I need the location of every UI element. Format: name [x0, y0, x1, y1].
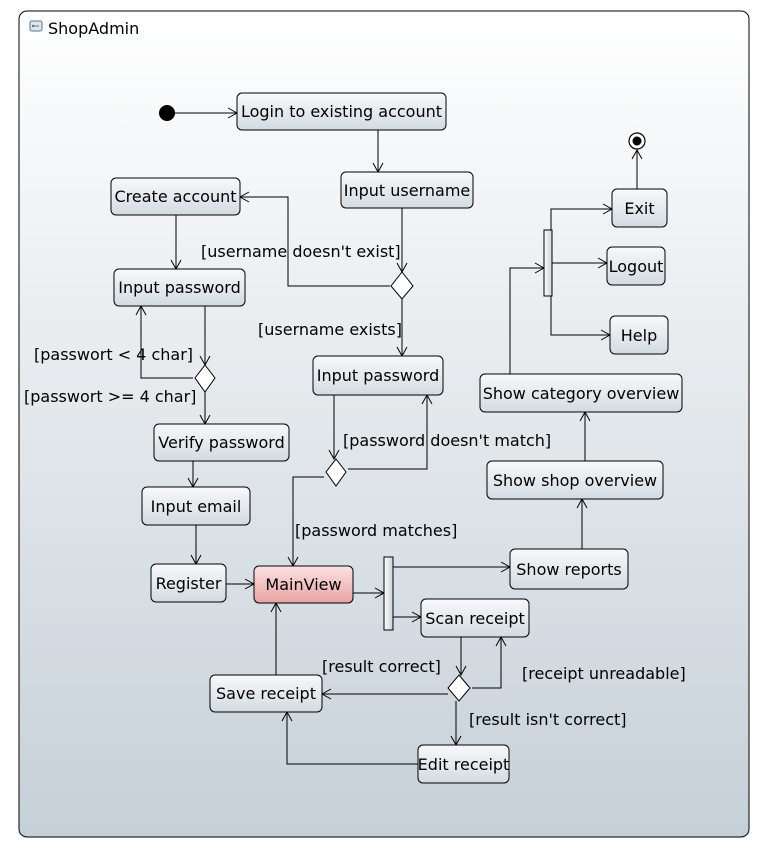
- svg-text:Create account: Create account: [115, 187, 237, 206]
- activity-diagram-icon: [29, 20, 43, 32]
- svg-text:Exit: Exit: [624, 199, 654, 218]
- action-save-receipt[interactable]: Save receipt: [209, 674, 323, 713]
- action-mainview[interactable]: MainView: [253, 565, 354, 604]
- action-show-reports[interactable]: Show reports: [509, 548, 629, 590]
- action-exit[interactable]: Exit: [611, 188, 668, 228]
- action-create-account[interactable]: Create account: [110, 177, 241, 216]
- svg-text:Show category overview: Show category overview: [483, 384, 680, 403]
- decision-passwort-length: [194, 364, 216, 393]
- action-input-password-right[interactable]: Input password: [312, 355, 444, 396]
- guard-username-exists: [username exists]: [258, 320, 402, 339]
- svg-text:Verify password: Verify password: [158, 433, 284, 452]
- edge-decision-retry-right: [348, 395, 428, 470]
- edge-decision-retry-password: [140, 306, 193, 379]
- action-register[interactable]: Register: [150, 563, 227, 603]
- edge-fork-exit: [550, 208, 612, 230]
- decision-scan-result: [447, 674, 471, 702]
- diagram-title: ShopAdmin: [48, 19, 139, 38]
- action-show-shop-overview[interactable]: Show shop overview: [486, 460, 664, 500]
- svg-text:Show shop overview: Show shop overview: [493, 471, 657, 490]
- action-input-password-left[interactable]: Input password: [113, 268, 246, 307]
- svg-text:Input password: Input password: [317, 366, 439, 385]
- fork-bar-main: [383, 556, 394, 631]
- edge-decision-mainview: [292, 476, 324, 566]
- svg-text:Edit receipt: Edit receipt: [418, 755, 510, 774]
- edge-category-fork: [509, 267, 544, 374]
- edge-decision-rescan: [472, 637, 502, 689]
- action-verify-password[interactable]: Verify password: [153, 423, 290, 462]
- action-input-username[interactable]: Input username: [340, 171, 474, 209]
- arrowhead: [631, 148, 643, 160]
- svg-text:MainView: MainView: [265, 575, 341, 594]
- decision-password-match: [325, 458, 347, 487]
- guard-password-mismatch: [password doesn't match]: [343, 431, 551, 450]
- svg-text:Input username: Input username: [344, 181, 471, 200]
- action-login[interactable]: Login to existing account: [236, 92, 447, 131]
- initial-node: [159, 105, 175, 121]
- svg-text:Register: Register: [156, 574, 222, 593]
- action-help[interactable]: Help: [609, 315, 669, 355]
- arrowhead: [328, 449, 340, 461]
- guard-result-correct: [result correct]: [322, 657, 441, 676]
- svg-text:Show reports: Show reports: [516, 560, 621, 579]
- fork-bar-exit: [543, 229, 553, 297]
- action-scan-receipt[interactable]: Scan receipt: [420, 598, 530, 638]
- svg-text:Scan receipt: Scan receipt: [425, 609, 525, 628]
- edge-fork-help: [550, 296, 610, 336]
- guard-passwort-short: [passwort < 4 char]: [34, 345, 193, 364]
- guard-password-matches: [password matches]: [295, 521, 457, 540]
- final-node: [628, 132, 646, 150]
- edge-decision-create-account: [240, 196, 390, 287]
- diagram-frame: [18, 10, 750, 838]
- action-show-category-overview[interactable]: Show category overview: [479, 373, 683, 413]
- svg-text:Save receipt: Save receipt: [216, 684, 316, 703]
- action-logout[interactable]: Logout: [606, 246, 666, 286]
- guard-receipt-unreadable: [receipt unreadable]: [522, 664, 686, 683]
- decision-username: [390, 271, 414, 300]
- arrowhead: [455, 665, 467, 677]
- guard-result-incorrect: [result isn't correct]: [469, 710, 627, 729]
- svg-text:Login to existing account: Login to existing account: [241, 102, 442, 121]
- svg-text:Input password: Input password: [118, 278, 240, 297]
- guard-username-not-exist: [username doesn't exist]: [201, 242, 401, 261]
- action-edit-receipt[interactable]: Edit receipt: [417, 744, 510, 784]
- edge-edit-save: [286, 712, 418, 765]
- action-input-email[interactable]: Input email: [141, 486, 251, 526]
- svg-text:Help: Help: [621, 326, 657, 345]
- svg-text:Input email: Input email: [151, 497, 242, 516]
- guard-passwort-ok: [passwort >= 4 char]: [24, 387, 196, 406]
- svg-text:Logout: Logout: [609, 257, 664, 276]
